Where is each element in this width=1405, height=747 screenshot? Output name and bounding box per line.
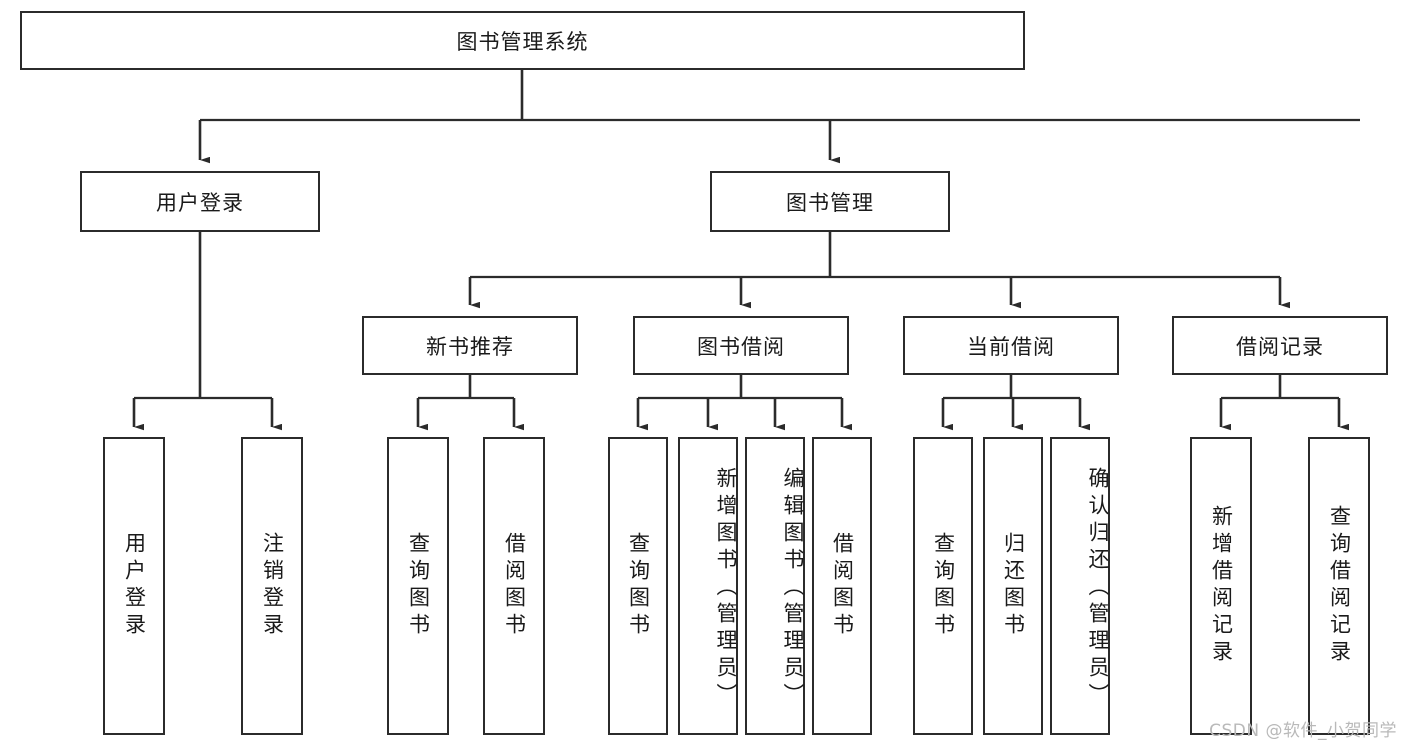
csdn-watermark: CSDN @软件_小贺同学 [1209,721,1397,741]
node-book-borrow[interactable]: 图书借阅 [633,316,849,375]
node-user-login[interactable]: 用户登录 [80,171,320,232]
node-leaf-query-record[interactable]: 查询借阅记录 [1308,437,1370,735]
node-leaf-user-login[interactable]: 用户登录 [103,437,165,735]
node-leaf-add-record[interactable]: 新增借阅记录 [1190,437,1252,735]
node-leaf-query-book-2[interactable]: 查询图书 [608,437,668,735]
node-root[interactable]: 图书管理系统 [20,11,1025,70]
node-new-book-recommend[interactable]: 新书推荐 [362,316,578,375]
node-leaf-logout[interactable]: 注销登录 [241,437,303,735]
node-current-borrow[interactable]: 当前借阅 [903,316,1119,375]
node-leaf-borrow-book-1[interactable]: 借阅图书 [483,437,545,735]
node-leaf-edit-book[interactable]: 编辑图书（管理员） [745,437,805,735]
node-borrow-record[interactable]: 借阅记录 [1172,316,1388,375]
node-leaf-confirm-return[interactable]: 确认归还（管理员） [1050,437,1110,735]
node-book-manage[interactable]: 图书管理 [710,171,950,232]
node-leaf-query-book-1[interactable]: 查询图书 [387,437,449,735]
node-leaf-add-book[interactable]: 新增图书（管理员） [678,437,738,735]
node-leaf-query-book-3[interactable]: 查询图书 [913,437,973,735]
node-leaf-return-book[interactable]: 归还图书 [983,437,1043,735]
node-leaf-borrow-book-2[interactable]: 借阅图书 [812,437,872,735]
